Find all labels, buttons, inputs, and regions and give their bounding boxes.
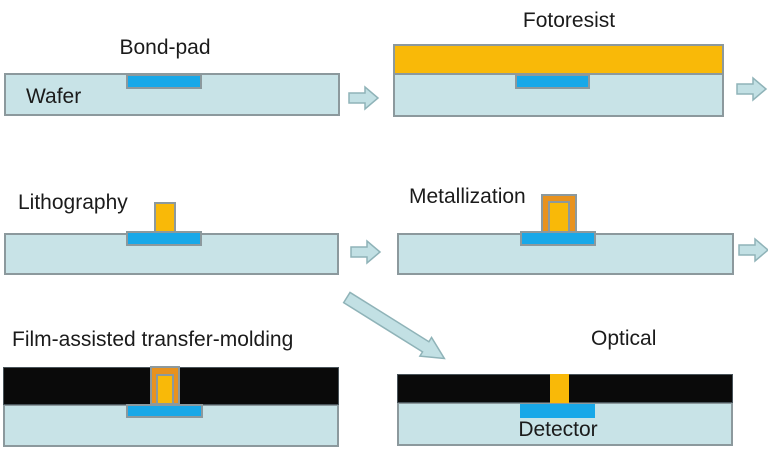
bond-pad-shape-step2 [515,74,590,89]
film-molding-label: Film-assisted transfer-molding [12,328,294,351]
right-arrow-icon [738,237,768,263]
metal-core-pillar-shape [548,201,570,233]
metal-pillar-shape-step6 [550,374,569,403]
bond-pad-shape-step5 [126,404,203,418]
wafer-shape-step6 [397,402,733,446]
metallization-label: Metallization [409,185,526,208]
detector-label: Detector [518,418,598,441]
bond-pad-shape-step1 [126,74,202,89]
wafer-label: Wafer [26,85,82,108]
bond-pad-shape-step4 [520,231,596,246]
bond-pad-shape-step6 [520,404,595,418]
lithography-label: Lithography [18,191,128,214]
right-arrow-icon [736,76,768,102]
right-arrow-icon [350,239,382,265]
resist-pillar-shape [154,202,176,233]
optical-label: Optical [591,327,657,350]
fotoresist-label: Fotoresist [522,9,616,32]
metal-core-pillar-shape-step5 [156,374,174,405]
right-arrow-icon [348,85,380,111]
bond-pad-shape-step3 [126,231,202,246]
bond-pad-label: Bond-pad [119,36,211,59]
diagonal-arrow-icon [342,291,446,360]
fotoresist-layer-shape [393,44,724,75]
